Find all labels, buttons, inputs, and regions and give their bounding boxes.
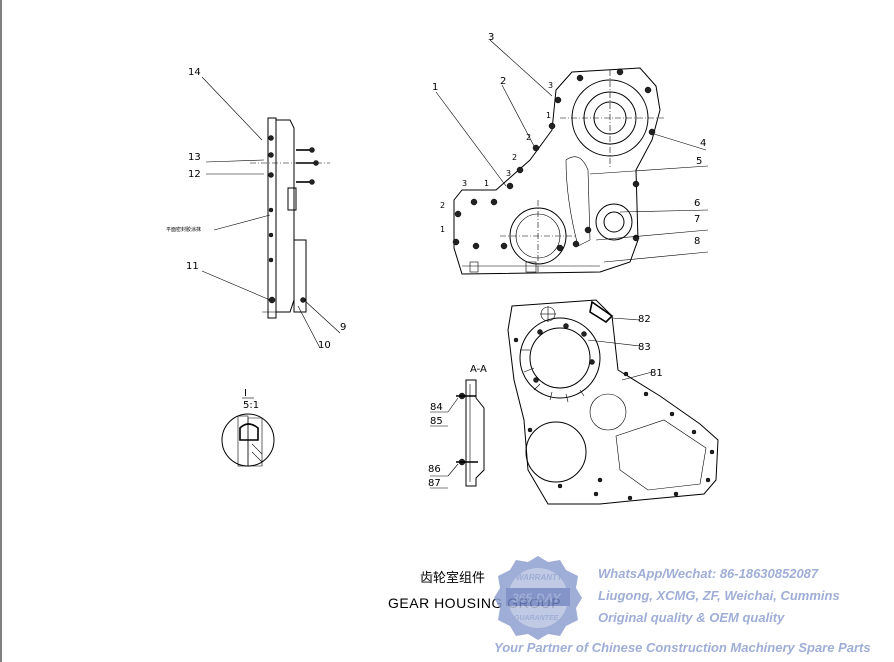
callout-83: 83 [638,342,651,353]
detail-view: I 5:1 [221,388,275,467]
callout-small-6: 2 [512,153,517,162]
callout-86: 86 [428,464,441,475]
section-title: A-A [470,364,487,375]
callout-84: 84 [430,402,443,413]
callout-small-8: 2 [526,133,531,142]
badge-bottom-text: GUARANTEE [514,615,559,622]
watermark-quality: Original quality & OEM quality [598,610,785,625]
detail-label-bottom: 5:1 [243,400,259,411]
callout-6: 6 [694,198,700,209]
callout-85: 85 [430,416,443,427]
callout-8: 8 [694,236,700,247]
callout-small-2: 2 [440,201,445,210]
callout-small-5: 3 [506,169,511,178]
callout-small-9: 1 [546,111,551,120]
callout-small-3: 3 [462,179,467,188]
front-view: 1 2 3 4 5 6 7 8 1 2 3 1 3 2 3 2 1 [432,32,709,275]
callout-small-1: 1 [440,225,445,234]
callout-5: 5 [696,156,702,167]
callout-small-4: 1 [484,179,489,188]
callout-13: 13 [188,152,201,163]
housing-view: 82 83 81 [507,299,719,505]
detail-label-top: I [244,388,247,399]
callout-14: 14 [188,67,201,78]
callout-12: 12 [188,169,201,180]
callout-82: 82 [638,314,651,325]
callout-81: 81 [650,368,663,379]
callout-3: 3 [488,32,494,43]
badge-mid-text: 365-DAY [512,591,561,605]
watermark: WARRANTY 365-DAY GUARANTEE WhatsApp/Wech… [494,556,871,655]
badge-top-text: WARRANTY [516,573,563,582]
callout-small-7: 3 [548,81,553,90]
callout-4: 4 [700,138,706,149]
sealant-note: 平面密封胶涂抹 [166,226,201,233]
callout-10: 10 [318,340,331,351]
callout-7: 7 [694,214,700,225]
title-chinese: 齿轮室组件 [420,570,485,586]
section-view: A-A 84 85 86 87 [428,364,487,489]
watermark-brands: Liugong, XCMG, ZF, Weichai, Cummins [598,588,840,603]
callout-1: 1 [432,82,438,93]
callout-87: 87 [428,478,441,489]
watermark-slogan: Your Partner of Chinese Construction Mac… [494,640,871,655]
side-view: 14 13 12 11 10 9 平面密封胶涂抹 [166,67,346,351]
callout-2: 2 [500,76,506,87]
warranty-badge-icon: WARRANTY 365-DAY GUARANTEE [494,556,582,640]
watermark-contact: WhatsApp/Wechat: 86-18630852087 [598,566,819,581]
callout-9: 9 [340,322,346,333]
callout-11: 11 [186,261,199,272]
